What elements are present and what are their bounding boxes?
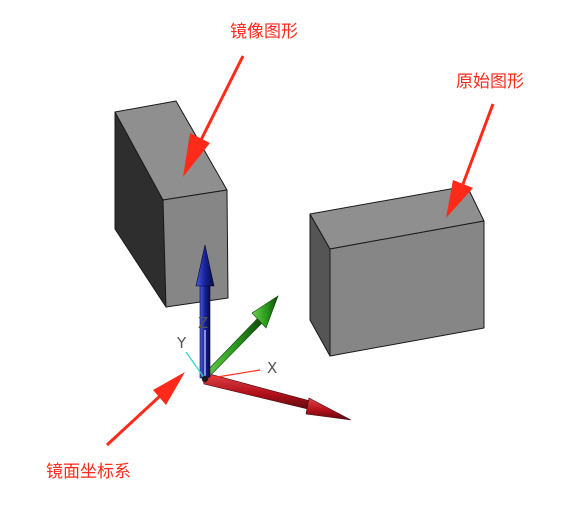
y-axis-arrowhead xyxy=(251,295,279,329)
ucs-icon[interactable]: Y Z X xyxy=(176,244,352,421)
callout-mirror-shape: 镜像图形 xyxy=(230,22,298,42)
x-axis-arrowhead xyxy=(305,397,352,421)
callout-arrow-ucs xyxy=(105,372,185,447)
z-axis-arrowhead xyxy=(195,244,215,287)
callout-original-shape: 原始图形 xyxy=(456,72,524,92)
small-y-axis-line xyxy=(185,351,206,380)
callout-arrow-mirror xyxy=(183,55,245,177)
z-axis-label: Z xyxy=(198,314,208,332)
mirror-box-front-face xyxy=(162,189,229,308)
ucs-origin-marker xyxy=(201,375,209,383)
callout-mirror-plane-ucs: 镜面坐标系 xyxy=(46,462,131,482)
x-axis-label: X xyxy=(267,359,277,377)
original-box-front-face xyxy=(329,220,485,357)
x-axis-arrow xyxy=(202,372,315,411)
y-axis-label: Y xyxy=(176,334,187,352)
callout-arrow-original xyxy=(446,103,495,218)
small-x-axis-line xyxy=(204,369,261,380)
original-box-solid[interactable] xyxy=(309,185,485,357)
